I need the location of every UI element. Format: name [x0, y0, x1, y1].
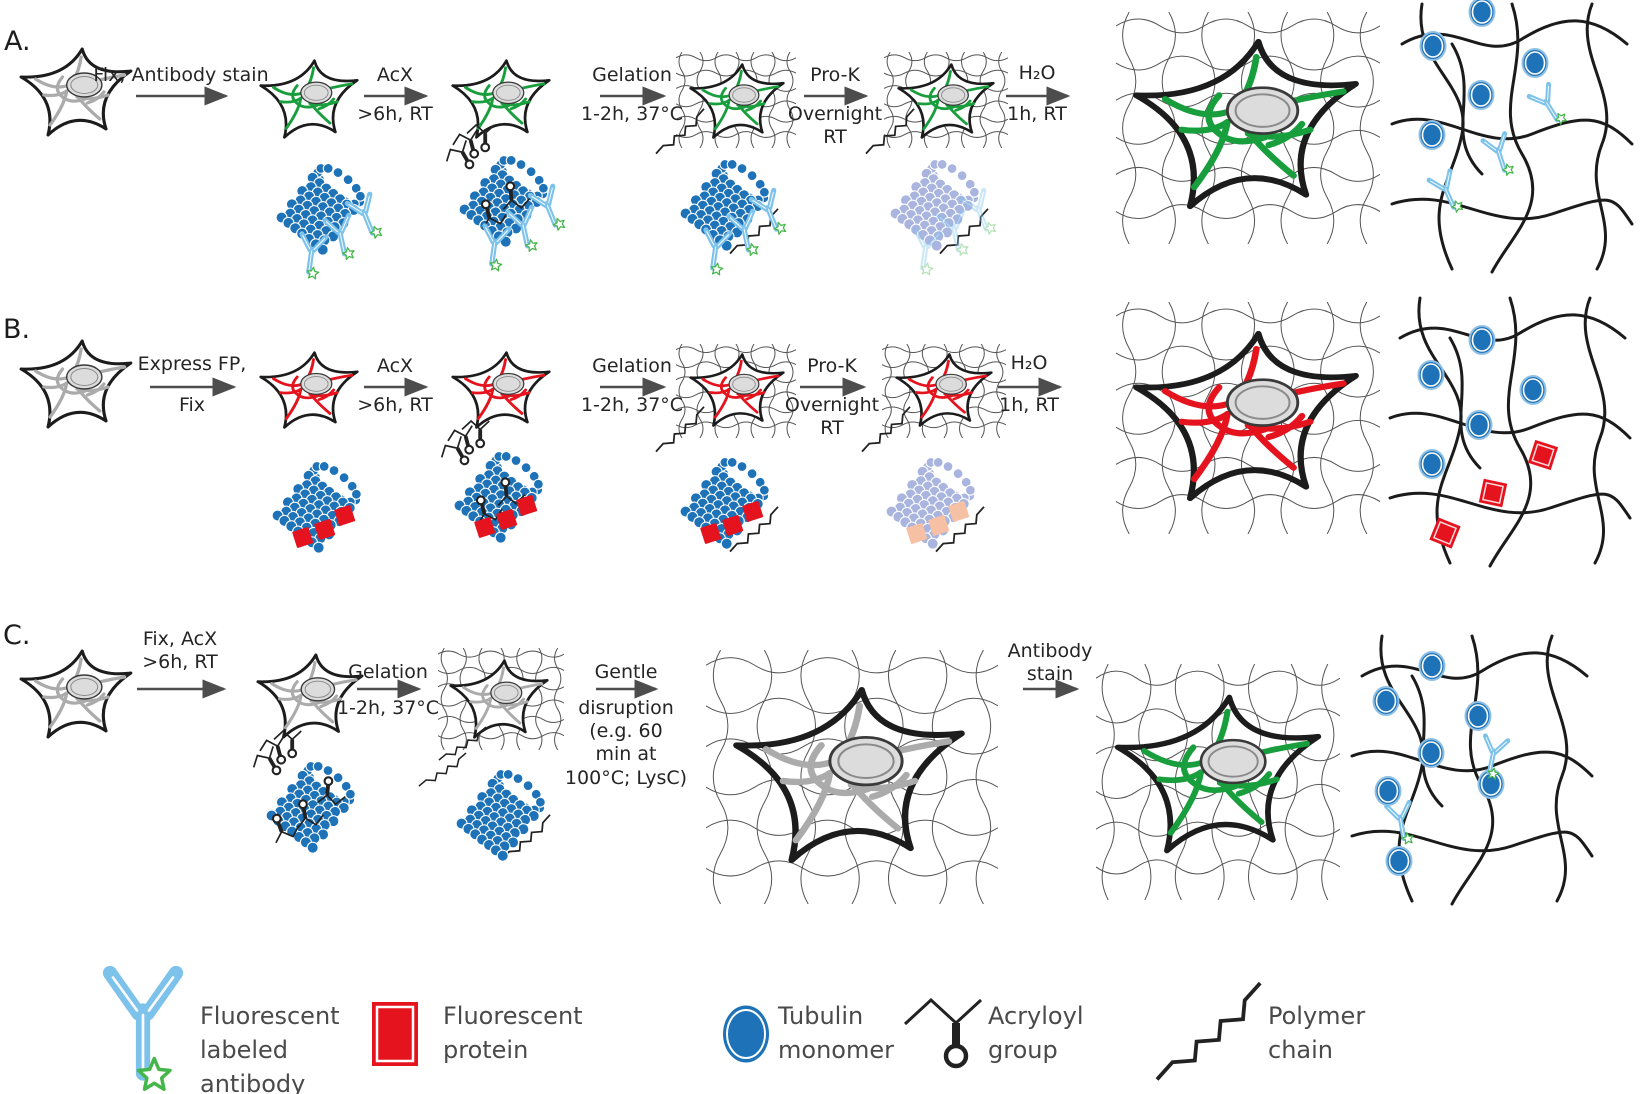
- step-label: Gentle: [594, 661, 658, 683]
- step-label: 1h, RT: [1007, 103, 1067, 125]
- microtubule-c-gel: [418, 720, 551, 862]
- microtubule-b-prok: [861, 405, 985, 553]
- cell-a-stained: [259, 59, 359, 139]
- legend-icons: [110, 973, 1263, 1089]
- step-label: Fix, Antibody stain: [93, 64, 269, 86]
- step-label: >6h, RT: [357, 103, 433, 125]
- step-label: Pro-K: [807, 355, 857, 377]
- legend-antibody-icon: [110, 973, 176, 1089]
- step-label: H₂O: [1010, 352, 1048, 374]
- step-label: Fix, AcX >6h, RT: [142, 628, 218, 674]
- cell-a-expanded: [1136, 42, 1356, 207]
- step-label: Overnight RT: [787, 103, 883, 149]
- step-label: 1h, RT: [999, 394, 1059, 416]
- panel-label-a: A.: [4, 26, 31, 57]
- step-label: H₂O: [1018, 62, 1056, 84]
- cell-b-prok: [895, 353, 993, 427]
- network-panel-c: [1350, 634, 1594, 906]
- network-panel-a: [1390, 0, 1634, 274]
- cell-b-acx: [451, 351, 551, 429]
- cell-c-acx: [256, 653, 364, 739]
- cell-b-unstained: [19, 339, 133, 429]
- microtubule-a-antibody: [275, 162, 386, 279]
- cells: [19, 42, 1356, 860]
- microtubule-b-fp-acx: [435, 419, 544, 544]
- legend-label-antibody: Fluorescent labeled antibody: [200, 1002, 340, 1094]
- legend-label-tubulin: Tubulin monomer: [778, 1002, 894, 1065]
- microtubule-diagrams: [247, 107, 1000, 862]
- step-label: Gelation: [592, 64, 672, 86]
- step-label: Express FP,: [137, 353, 247, 375]
- legend-fluorescent-protein-icon: [372, 1002, 418, 1066]
- microtubule-c-acx: [247, 729, 356, 854]
- microtubule-a-antibody-acx: [440, 123, 569, 271]
- cell-b-fp: [259, 351, 359, 429]
- step-label: 1-2h, 37°C: [580, 103, 684, 125]
- cell-c-unstained: [19, 649, 133, 739]
- legend-tubulin-icon: [723, 1005, 769, 1063]
- legend-label-polymer-chain: Polymer chain: [1268, 1002, 1366, 1065]
- legend-label-fluorescent-protein: Fluorescent protein: [443, 1002, 583, 1065]
- step-label: AcX: [376, 355, 414, 377]
- step-label: Overnight RT: [784, 394, 880, 440]
- cell-c-expanded-stained: [1118, 697, 1319, 850]
- microtubule-a-prok: [865, 107, 1000, 276]
- step-label: 1-2h, 37°C: [580, 394, 684, 416]
- step-label: 1-2h, 37°C: [336, 697, 440, 719]
- microtubule-a-gel: [655, 107, 790, 276]
- microtubule-b-fp: [271, 460, 362, 554]
- step-label: Gelation: [348, 661, 428, 683]
- step-label: Gelation: [592, 355, 672, 377]
- step-label: Antibody stain: [1007, 640, 1093, 686]
- cell-a-acx: [451, 59, 551, 139]
- network-panel-b: [1388, 296, 1632, 568]
- legend-label-acryloyl: Acryloyl group: [988, 1002, 1084, 1065]
- cell-c-gel: [449, 659, 549, 739]
- step-arrows: [136, 86, 1080, 699]
- step-label: Pro-K: [810, 64, 860, 86]
- step-label: Fix: [178, 394, 206, 416]
- panel-label-c: C.: [3, 620, 31, 651]
- legend-acryloyl-icon: [903, 997, 983, 1069]
- step-label: >6h, RT: [357, 394, 433, 416]
- panel-label-b: B.: [3, 314, 31, 345]
- cell-a-unstained: [19, 47, 133, 137]
- legend-polymer-chain-icon: [1155, 981, 1263, 1082]
- step-label: disruption (e.g. 60 min at 100°C; LysC): [564, 697, 688, 789]
- step-label: AcX: [376, 64, 414, 86]
- microtubule-b-gel: [655, 405, 779, 553]
